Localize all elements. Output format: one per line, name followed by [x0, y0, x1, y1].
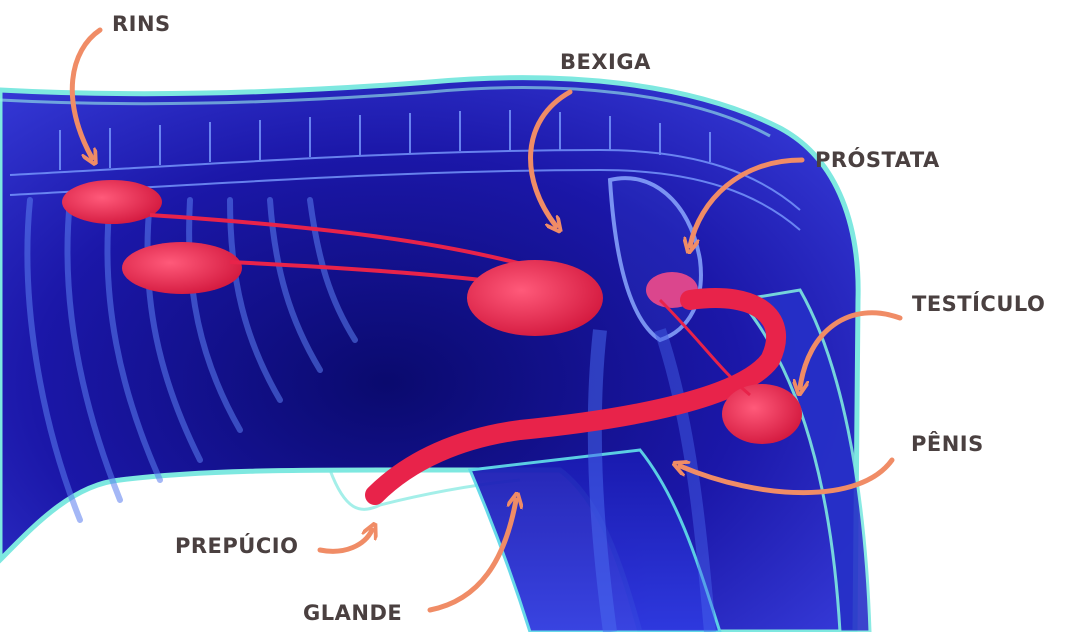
label-testiculo: TESTÍCULO	[912, 294, 1045, 315]
testicle	[722, 384, 802, 444]
bladder	[467, 260, 603, 336]
arrow-prepucio	[320, 530, 372, 551]
label-glande: GLANDE	[303, 603, 402, 624]
label-rins: RINS	[112, 14, 171, 35]
label-bexiga: BEXIGA	[560, 52, 651, 73]
label-prostata: PRÓSTATA	[815, 150, 940, 171]
label-prepucio: PREPÚCIO	[175, 536, 298, 557]
label-penis: PÊNIS	[911, 434, 984, 455]
kidney-upper	[62, 180, 162, 224]
kidney-lower	[122, 242, 242, 294]
dog-body	[0, 78, 858, 632]
